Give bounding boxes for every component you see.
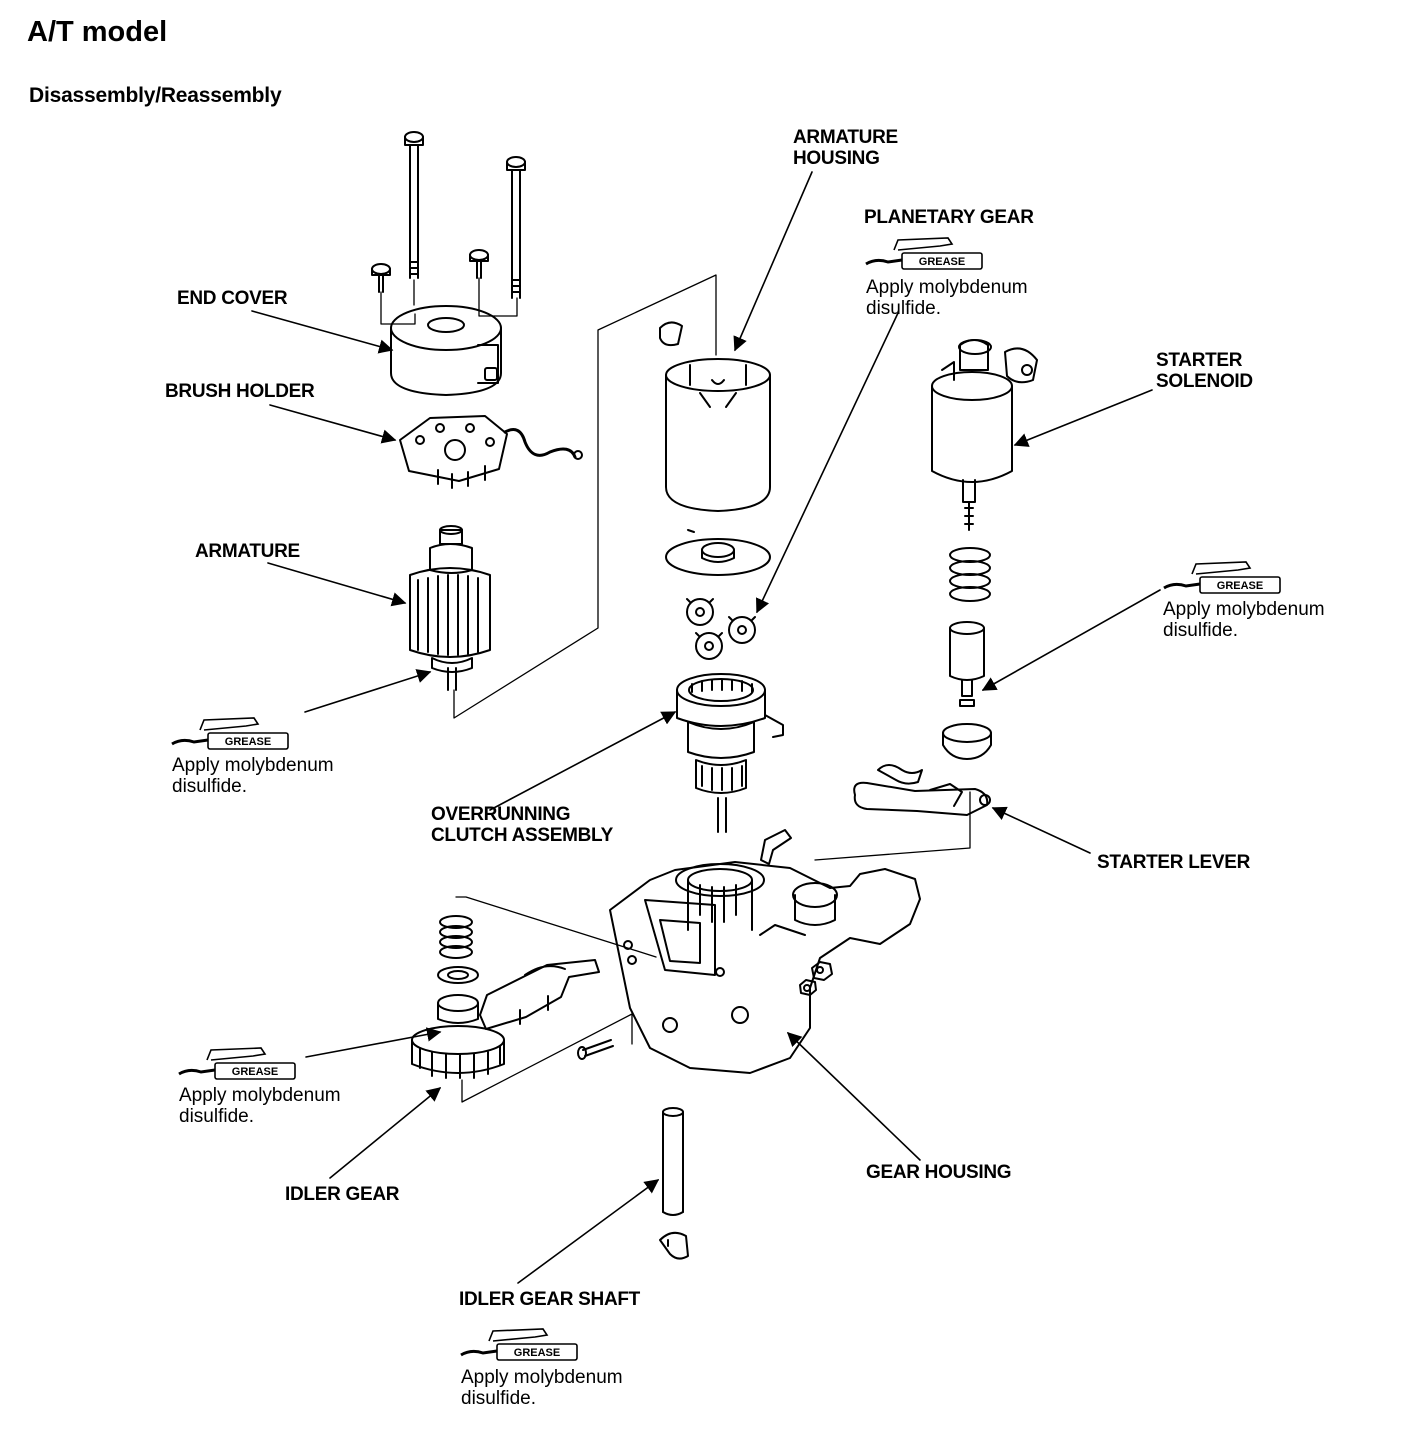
starter-solenoid-part (931, 339, 1038, 531)
label-armature: ARMATURE (195, 541, 300, 562)
grease-icon: GREASE (178, 1047, 296, 1080)
note-idler-line1: Apply molybdenum (179, 1085, 341, 1106)
note-armature-line1: Apply molybdenum (172, 755, 334, 776)
label-gear-housing: GEAR HOUSING (866, 1162, 1012, 1183)
label-overrunning-clutch-line1: OVERRUNNING (431, 804, 571, 825)
note-plunger-line2: disulfide. (1163, 620, 1238, 641)
screw-right (469, 249, 489, 279)
idler-washer-part (437, 966, 479, 984)
label-planetary-gear: PLANETARY GEAR (864, 207, 1034, 228)
label-idler-gear-shaft: IDLER GEAR SHAFT (459, 1289, 640, 1310)
end-cover-part (390, 305, 502, 396)
grease-badge-text: GREASE (225, 736, 271, 748)
note-plunger-line1: Apply molybdenum (1163, 599, 1325, 620)
armature-housing-part (659, 321, 771, 576)
note-shaft-line1: Apply molybdenum (461, 1367, 623, 1388)
brush-holder-part (399, 415, 583, 489)
grease-icon: GREASE (171, 717, 289, 750)
planetary-gears-part (686, 598, 756, 660)
label-idler-gear: IDLER GEAR (285, 1184, 400, 1205)
grease-icon: GREASE (460, 1328, 578, 1361)
idler-gear-shaft-part (659, 1107, 689, 1260)
plunger-part (949, 621, 985, 707)
leader-lines (251, 171, 1161, 1284)
label-starter-solenoid-line1: STARTER (1156, 350, 1243, 371)
solenoid-boot-part (942, 723, 992, 760)
page-title: A/T model (27, 16, 168, 48)
grease-badge-text: GREASE (1217, 580, 1263, 592)
note-planetary-line2: disulfide. (866, 298, 941, 319)
grease-icon: GREASE (1163, 561, 1281, 594)
label-armature-housing-line2: HOUSING (793, 148, 880, 169)
note-planetary-line1: Apply molybdenum (866, 277, 1028, 298)
note-shaft-line2: disulfide. (461, 1388, 536, 1409)
starter-lever-part (853, 764, 991, 816)
label-armature-housing-line1: ARMATURE (793, 127, 898, 148)
idler-spring-part (439, 915, 473, 959)
label-starter-lever: STARTER LEVER (1097, 852, 1251, 873)
gear-housing-part (609, 829, 921, 1074)
label-end-cover: END COVER (177, 288, 288, 309)
overrunning-clutch-part (676, 673, 784, 833)
armature-part (409, 525, 491, 691)
grease-badge-text: GREASE (919, 256, 965, 268)
label-overrunning-clutch-line2: CLUTCH ASSEMBLY (431, 825, 613, 846)
label-starter-solenoid-line2: SOLENOID (1156, 371, 1253, 392)
small-bolt-part (577, 1039, 614, 1060)
grease-badge-text: GREASE (232, 1066, 278, 1078)
screw-left (371, 263, 391, 293)
grease-badge-text: GREASE (514, 1347, 560, 1359)
page-subtitle: Disassembly/Reassembly (29, 84, 282, 107)
note-idler-line2: disulfide. (179, 1106, 254, 1127)
idler-gear-part (411, 994, 505, 1079)
nut-parts (799, 961, 833, 996)
through-bolt-right (506, 156, 526, 299)
label-brush-holder: BRUSH HOLDER (165, 381, 315, 402)
through-bolt-left (404, 131, 424, 279)
idler-bearing-holder-part (479, 959, 600, 1030)
note-armature-line2: disulfide. (172, 776, 247, 797)
grease-icon: GREASE (865, 237, 983, 270)
solenoid-spring-part (949, 547, 991, 602)
